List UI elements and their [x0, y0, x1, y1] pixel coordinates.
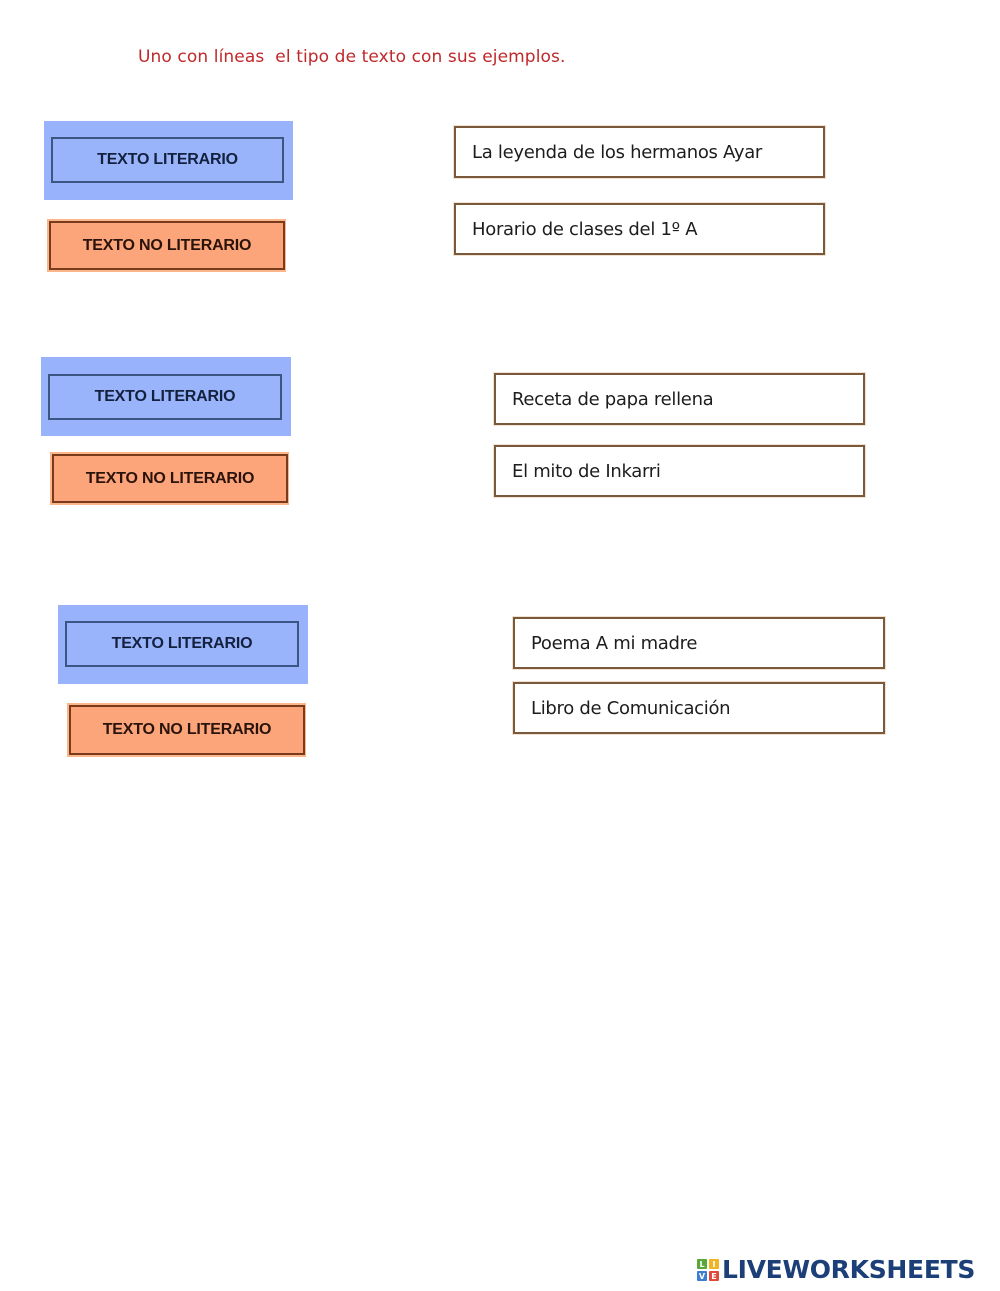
liveworksheets-logo: L I V E LIVEWORKSHEETS [697, 1257, 975, 1283]
live-tiles-icon: L I V E [697, 1259, 719, 1281]
example-box-3b[interactable]: Libro de Comunicación [513, 682, 885, 734]
brand-name: LIVEWORKSHEETS [722, 1255, 976, 1284]
no-literario-label-1[interactable]: TEXTO NO LITERARIO [49, 221, 285, 270]
logo-tile-i: I [709, 1259, 719, 1269]
example-box-1a[interactable]: La leyenda de los hermanos Ayar [454, 126, 825, 178]
literario-label-2[interactable]: TEXTO LITERARIO [48, 374, 282, 420]
literario-label-3[interactable]: TEXTO LITERARIO [65, 621, 299, 667]
example-box-3a[interactable]: Poema A mi madre [513, 617, 885, 669]
logo-tile-l: L [697, 1259, 707, 1269]
example-box-1b[interactable]: Horario de clases del 1º A [454, 203, 825, 255]
example-box-2b[interactable]: El mito de Inkarri [494, 445, 865, 497]
literario-label-1[interactable]: TEXTO LITERARIO [51, 137, 284, 183]
no-literario-label-3[interactable]: TEXTO NO LITERARIO [69, 705, 305, 755]
no-literario-label-2[interactable]: TEXTO NO LITERARIO [52, 454, 288, 503]
example-box-2a[interactable]: Receta de papa rellena [494, 373, 865, 425]
instruction-text: Uno con líneas el tipo de texto con sus … [138, 47, 566, 67]
logo-tile-e: E [709, 1271, 719, 1281]
logo-tile-v: V [697, 1271, 707, 1281]
